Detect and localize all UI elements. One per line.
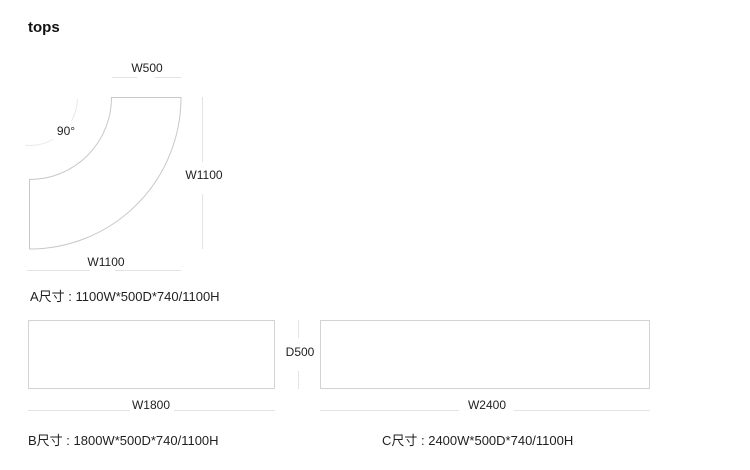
- caption-size-a: A尺寸 : 1100W*500D*740/1100H: [30, 289, 220, 304]
- dimension-line: [202, 194, 203, 249]
- dimension-line: [202, 97, 203, 162]
- dim-label-angle-90: 90°: [56, 124, 76, 138]
- dim-label-w1100-right: W1100: [183, 168, 225, 182]
- page-title: tops: [28, 19, 60, 36]
- dimension-line: [155, 77, 181, 78]
- dimension-line: [320, 410, 459, 411]
- dim-label-w1800: W1800: [129, 398, 173, 412]
- angle-annotation-arc: [25, 139, 54, 146]
- quarter-round-top-outline: [29, 97, 182, 250]
- dimension-line: [27, 270, 90, 271]
- dimension-line: [28, 410, 130, 411]
- caption-size-b: B尺寸 : 1800W*500D*740/1100H: [28, 433, 219, 448]
- rect-top-b: [28, 320, 275, 389]
- dim-label-w2400: W2400: [465, 398, 509, 412]
- rect-top-c: [320, 320, 650, 389]
- dimension-line: [514, 410, 650, 411]
- caption-size-c: C尺寸 : 2400W*500D*740/1100H: [382, 433, 574, 448]
- dim-label-w1100-bottom: W1100: [85, 255, 127, 269]
- dimension-line: [298, 320, 299, 338]
- dimension-line: [174, 410, 275, 411]
- dimension-line: [298, 371, 299, 389]
- dim-label-d500: D500: [283, 345, 317, 359]
- dimension-line: [115, 270, 181, 271]
- dimension-line: [112, 77, 137, 78]
- angle-annotation-arc: [71, 98, 78, 122]
- dim-label-w500: W500: [129, 61, 165, 75]
